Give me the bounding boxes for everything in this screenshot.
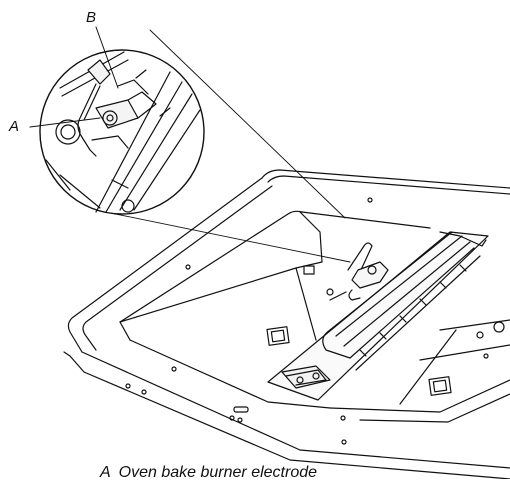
magnifier-leader-lines [95,29,351,263]
electrode-main-view [329,242,389,301]
caption-letter: A [100,464,111,481]
callout-leaders [29,26,119,128]
caption-text: Oven bake burner electrode [118,464,318,481]
figure-caption: A Oven bake burner electrode [100,465,325,481]
callout-b-label: B [86,9,97,26]
bake-burner [267,231,489,401]
oven-cavity-outline [63,169,510,479]
callout-a-label: A [9,118,20,135]
magnified-detail [39,49,205,215]
